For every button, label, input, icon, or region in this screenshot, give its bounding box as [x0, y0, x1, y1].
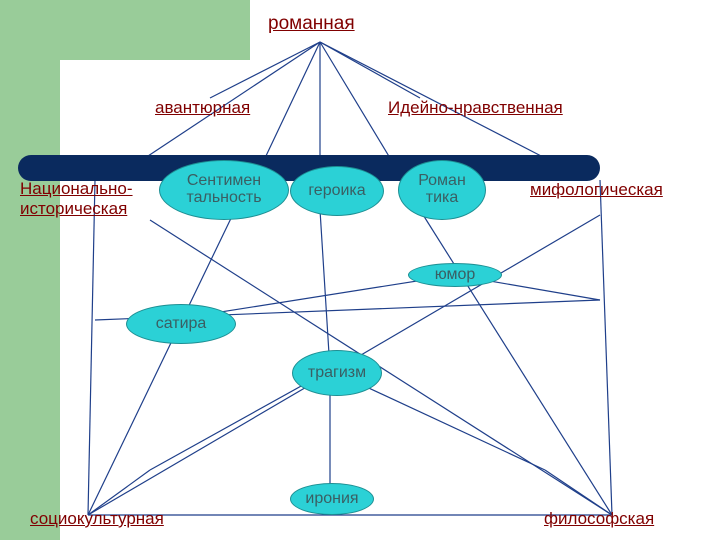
line-left-vertical — [87, 179, 96, 516]
national-historical-label: Национально- историческая — [20, 179, 133, 218]
humor-bubble: юмор — [408, 263, 502, 287]
title-label: романная — [268, 13, 355, 34]
romantic-line1: Роман — [418, 172, 466, 190]
line-top-mid-left — [264, 41, 321, 159]
irony-text: ирония — [305, 489, 359, 507]
national-line2: историческая — [20, 198, 128, 218]
sociocultural-label: социокультурная — [30, 509, 164, 528]
line-top-mid-right — [319, 41, 391, 159]
side-band — [0, 0, 60, 540]
romanticism-bubble: Роман тика — [398, 160, 486, 220]
sentimentality-bubble: Сентимен тальность — [159, 160, 289, 220]
tragism-bubble: трагизм — [292, 350, 382, 396]
mythological-label: мифологическая — [530, 180, 663, 199]
heroics-bubble: героика — [290, 166, 384, 216]
line-right-vertical — [599, 179, 613, 516]
heroics-text: героика — [308, 181, 366, 199]
line-heroics-tragism — [319, 209, 331, 371]
tragism-text: трагизм — [307, 363, 367, 381]
line-right-corner — [544, 469, 613, 516]
line-top-ideological — [319, 41, 421, 99]
line-top-right — [319, 41, 546, 159]
adventure-label: авантюрная — [155, 98, 251, 117]
line-sentimental-sociocultural — [87, 209, 236, 516]
satire-bubble: сатира — [126, 304, 236, 344]
humor-text: юмор — [434, 265, 476, 283]
romantic-line2: тика — [425, 189, 459, 206]
sentimental-line2: тальность — [186, 189, 262, 206]
line-top-left — [144, 41, 321, 159]
satire-text: сатира — [155, 314, 207, 332]
corner-notch — [60, 60, 120, 120]
line-romantic-philosophical — [419, 209, 613, 516]
line-top-adventure — [209, 41, 321, 99]
philosophical-label: философская — [544, 509, 655, 528]
line-left-corner — [87, 469, 151, 516]
top-band — [0, 0, 250, 60]
national-line1: Национально- — [20, 179, 133, 198]
irony-bubble: ирония — [290, 483, 374, 515]
ideological-label: Идейно-нравственная — [388, 98, 563, 117]
sentimental-line1: Сентимен — [186, 172, 262, 190]
